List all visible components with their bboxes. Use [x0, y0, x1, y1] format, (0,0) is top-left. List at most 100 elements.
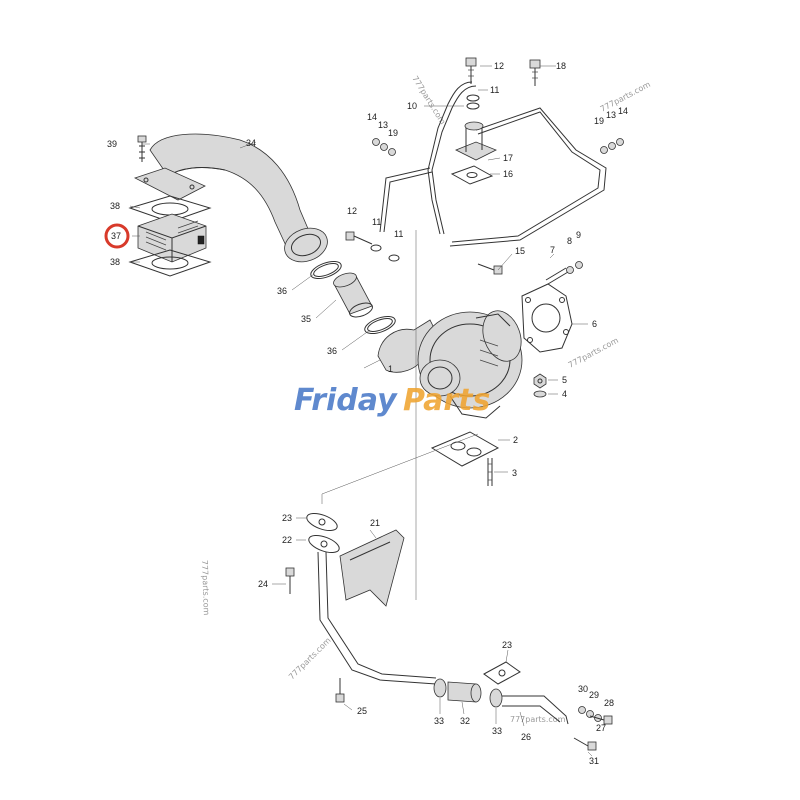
callout-36-upper[interactable]: 36 — [277, 286, 287, 296]
banjo-bolt-12-top — [465, 57, 477, 84]
highlight-circle-37[interactable] — [104, 223, 130, 249]
callout-27[interactable]: 27 — [596, 723, 606, 733]
gasket-38-lower — [128, 249, 212, 277]
bolt-24 — [285, 567, 295, 594]
brand-logo: Friday Parts — [294, 383, 490, 418]
callout-14-left[interactable]: 14 — [367, 112, 377, 122]
washer-30 — [578, 706, 586, 714]
washer-29 — [586, 710, 594, 718]
callout-34[interactable]: 34 — [246, 138, 256, 148]
exhaust-flange-6 — [521, 283, 573, 353]
clamp-33-right — [489, 688, 503, 708]
clamp-33-left — [433, 678, 447, 698]
callout-33-left[interactable]: 33 — [434, 716, 444, 726]
leader-lines — [129, 65, 593, 757]
callout-6[interactable]: 6 — [592, 319, 597, 329]
callout-36-lower[interactable]: 36 — [327, 346, 337, 356]
hose-32 — [447, 681, 482, 703]
callout-12-mid[interactable]: 12 — [347, 206, 357, 216]
callout-9[interactable]: 9 — [576, 230, 581, 240]
callout-1[interactable]: 1 — [388, 364, 393, 374]
gasket-16 — [450, 165, 494, 185]
callout-11-top[interactable]: 11 — [490, 85, 499, 95]
adapter-17 — [455, 121, 497, 161]
callout-26[interactable]: 26 — [521, 732, 531, 742]
callout-13-right[interactable]: 13 — [606, 110, 616, 120]
return-tube-26 — [502, 695, 569, 725]
callout-39[interactable]: 39 — [107, 139, 117, 149]
callout-15[interactable]: 15 — [515, 246, 525, 256]
callout-29[interactable]: 29 — [589, 690, 599, 700]
callout-12-top[interactable]: 12 — [494, 61, 504, 71]
callout-23-upper[interactable]: 23 — [282, 513, 292, 523]
callout-32[interactable]: 32 — [460, 716, 470, 726]
callout-11-mid-b[interactable]: 11 — [394, 229, 403, 239]
callout-16[interactable]: 16 — [503, 169, 513, 179]
callout-33-right[interactable]: 33 — [492, 726, 502, 736]
callout-3[interactable]: 3 — [512, 468, 517, 478]
callout-24[interactable]: 24 — [258, 579, 268, 589]
o-ring-36-upper-inner — [313, 263, 339, 277]
callout-31[interactable]: 31 — [589, 756, 599, 766]
oil-feed-pipe-10 — [379, 81, 607, 247]
gasket-23-upper — [306, 512, 338, 532]
washer-8 — [566, 266, 574, 274]
watermark-5: 777parts.com — [287, 636, 333, 682]
bracket-21 — [339, 529, 405, 607]
o-ring-36-upper — [310, 260, 342, 280]
callout-28[interactable]: 28 — [604, 698, 614, 708]
callout-11-mid-a[interactable]: 11 — [372, 217, 381, 227]
gasket-23-lower — [483, 661, 521, 685]
callout-10[interactable]: 10 — [407, 101, 417, 111]
intake-elbow-pipe — [149, 133, 328, 263]
washer-19-right — [600, 146, 608, 154]
callout-22[interactable]: 22 — [282, 535, 292, 545]
callout-19-right[interactable]: 19 — [594, 116, 604, 126]
gasket-2 — [430, 431, 500, 467]
seal-11-mid-a — [370, 244, 382, 252]
stud-3 — [487, 458, 493, 486]
stud-7 — [545, 267, 569, 285]
washer-4 — [533, 390, 547, 398]
callout-21[interactable]: 21 — [370, 518, 380, 528]
callout-14-right[interactable]: 14 — [618, 106, 628, 116]
heater-block-37 — [137, 213, 207, 263]
callout-19-left[interactable]: 19 — [388, 128, 398, 138]
callout-labels: 1 2 3 4 5 6 7 8 9 10 11 11 11 12 12 13 1… — [107, 61, 628, 766]
seal-11-mid-b — [388, 254, 400, 262]
banjo-bolt-12-mid — [345, 231, 373, 245]
bolt-31 — [573, 737, 597, 751]
seal-11-top-b — [466, 102, 480, 110]
washer-14-left — [372, 138, 380, 146]
callout-8[interactable]: 8 — [567, 236, 572, 246]
leader-line-diagonal — [321, 433, 479, 504]
callout-30[interactable]: 30 — [578, 684, 588, 694]
watermark-6: 777parts.com — [510, 715, 566, 724]
nut-5 — [533, 373, 547, 389]
callout-2[interactable]: 2 — [513, 435, 518, 445]
callout-5[interactable]: 5 — [562, 375, 567, 385]
callout-38-upper[interactable]: 38 — [110, 201, 120, 211]
callout-38-lower[interactable]: 38 — [110, 257, 120, 267]
callout-25[interactable]: 25 — [357, 706, 367, 716]
callout-13-left[interactable]: 13 — [378, 120, 388, 130]
callout-17[interactable]: 17 — [503, 153, 513, 163]
callout-18[interactable]: 18 — [556, 61, 566, 71]
callout-4[interactable]: 4 — [562, 389, 567, 399]
callout-7[interactable]: 7 — [550, 245, 555, 255]
washer-13-left — [380, 143, 388, 151]
callout-35[interactable]: 35 — [301, 314, 311, 324]
bolt-15 — [477, 263, 503, 275]
brand-word-parts: Parts — [403, 383, 490, 418]
callout-37[interactable]: 37 — [111, 231, 121, 241]
hose-35 — [333, 272, 373, 318]
washer-13-right — [608, 142, 616, 150]
o-ring-36-lower-inner — [367, 318, 393, 332]
o-ring-36-lower — [364, 315, 396, 335]
seal-11-top-a — [466, 94, 480, 102]
seal-19-left — [388, 148, 396, 156]
elbow-flange — [133, 167, 206, 201]
callout-23-lower[interactable]: 23 — [502, 640, 512, 650]
